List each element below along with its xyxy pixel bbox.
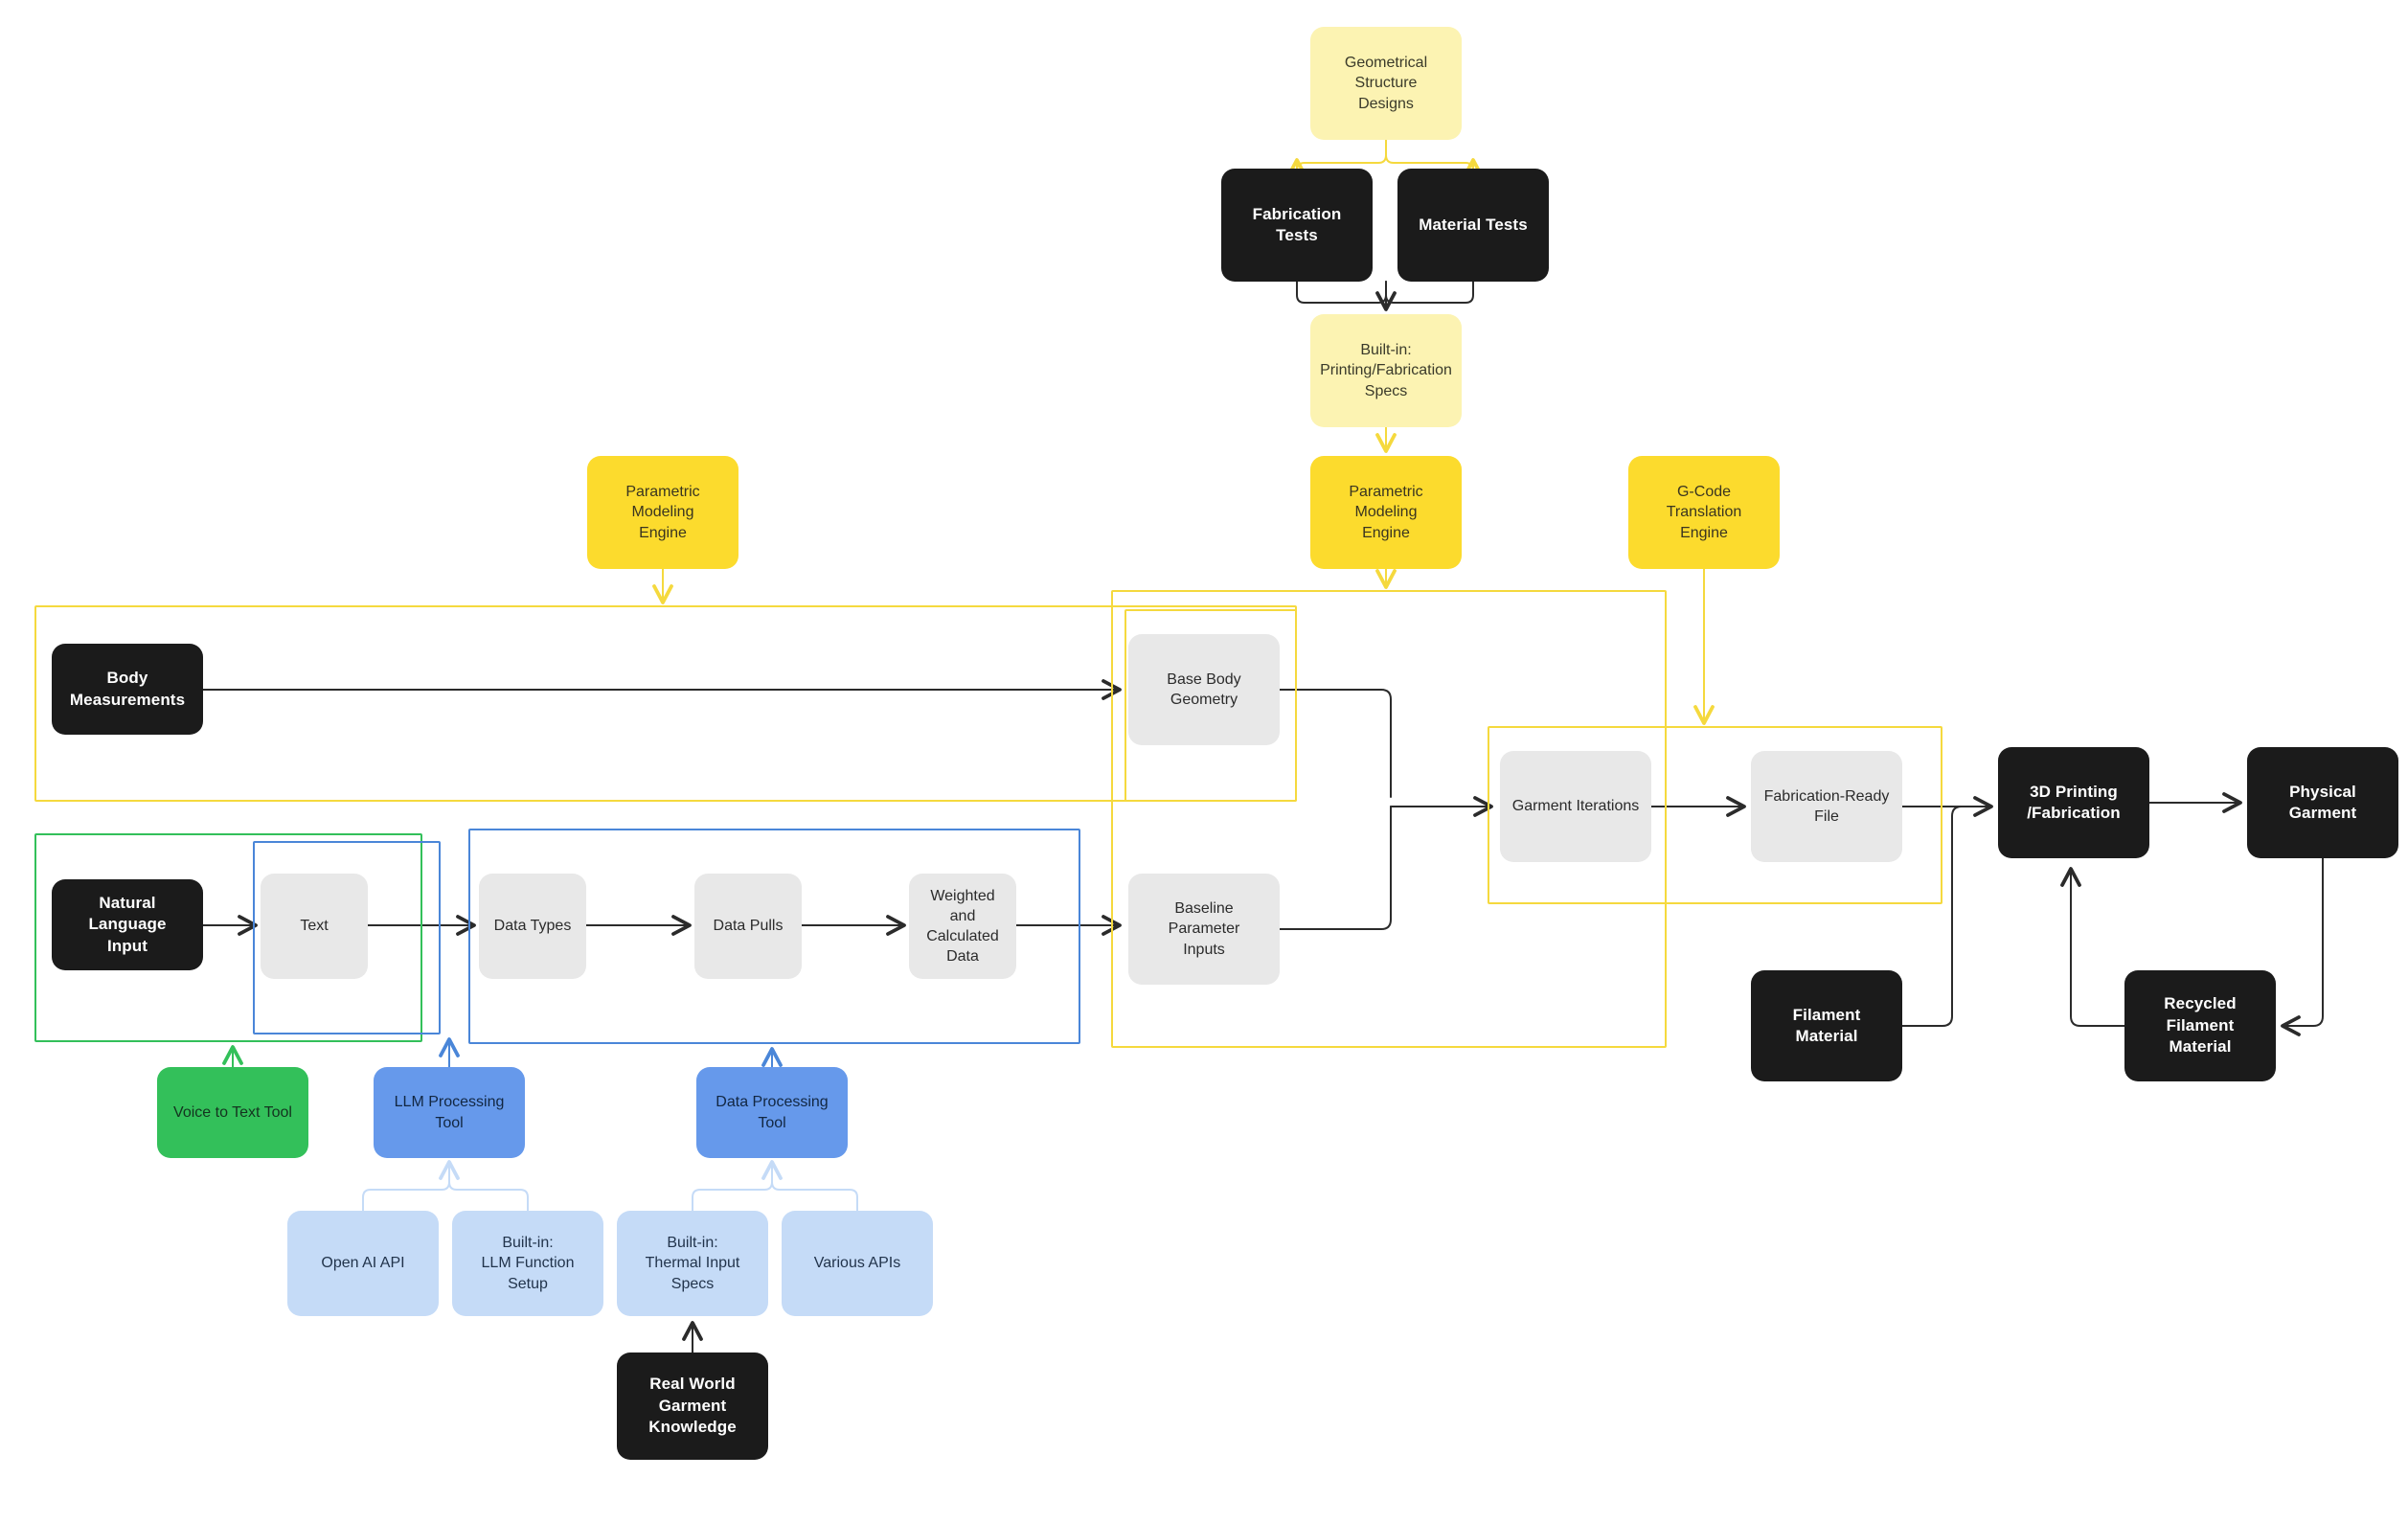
node-label: Garment Iterations bbox=[1511, 798, 1640, 815]
node-label: 3D Printing /Fabrication bbox=[2027, 782, 2121, 822]
node-various-apis[interactable]: Various APIs bbox=[782, 1211, 933, 1316]
node-open-ai-api[interactable]: Open AI API bbox=[287, 1211, 439, 1316]
edge-geo-to-material-tests bbox=[1385, 139, 1484, 178]
edge-tests-merge bbox=[1296, 281, 1387, 304]
node-real-world-garment-knowledge[interactable]: Real World Garment Knowledge bbox=[617, 1353, 768, 1460]
node-label: Body Measurements bbox=[69, 669, 186, 709]
node-data-pulls[interactable]: Data Pulls bbox=[694, 874, 802, 979]
node-geometrical-structure-designs[interactable]: Geometrical Structure Designs bbox=[1310, 27, 1462, 140]
group-parametric-scope bbox=[1111, 590, 1667, 1048]
node-parametric-modeling-engine-right[interactable]: Parametric Modeling Engine bbox=[1310, 456, 1462, 569]
edge-recycled-to-printing bbox=[2060, 867, 2125, 1027]
node-material-tests[interactable]: Material Tests bbox=[1397, 169, 1549, 282]
node-built-in-thermal-input-specs[interactable]: Built-in: Thermal Input Specs bbox=[617, 1211, 768, 1316]
node-filament-material[interactable]: Filament Material bbox=[1751, 970, 1902, 1081]
edge-variousapis-to-data-tool bbox=[771, 1170, 858, 1212]
node-label: Data Pulls bbox=[713, 918, 784, 935]
node-label: Weighted and Calculated Data bbox=[926, 887, 999, 966]
node-fabrication-tests[interactable]: Fabrication Tests bbox=[1221, 169, 1373, 282]
node-label: Base Body Geometry bbox=[1167, 671, 1241, 708]
node-label: Material Tests bbox=[1419, 215, 1528, 234]
node-label: Recycled Filament Material bbox=[2164, 994, 2237, 1057]
node-label: Natural Language Input bbox=[88, 893, 167, 955]
node-data-types[interactable]: Data Types bbox=[479, 874, 586, 979]
group-llm-processing bbox=[253, 841, 441, 1034]
node-base-body-geometry[interactable]: Base Body Geometry bbox=[1128, 634, 1280, 745]
node-text[interactable]: Text bbox=[261, 874, 368, 979]
node-label: LLM Processing Tool bbox=[394, 1094, 505, 1131]
edge-thermal-to-data-tool bbox=[692, 1170, 773, 1212]
node-physical-garment[interactable]: Physical Garment bbox=[2247, 747, 2398, 858]
node-label: Real World Garment Knowledge bbox=[648, 1375, 737, 1437]
node-label: Parametric Modeling Engine bbox=[1349, 484, 1423, 541]
node-label: Filament Material bbox=[1792, 1005, 1861, 1045]
group-body-geometry-outer bbox=[34, 605, 1297, 802]
node-natural-language-input[interactable]: Natural Language Input bbox=[52, 879, 203, 970]
node-g-code-translation-engine[interactable]: G-Code Translation Engine bbox=[1628, 456, 1780, 569]
edge-openai-to-llm-tool bbox=[362, 1170, 450, 1212]
node-label: Built-in: Thermal Input Specs bbox=[645, 1235, 740, 1292]
node-label: Open AI API bbox=[321, 1255, 405, 1272]
node-voice-to-text-tool[interactable]: Voice to Text Tool bbox=[157, 1067, 308, 1158]
group-voice-to-text bbox=[34, 833, 422, 1042]
node-llm-processing-tool[interactable]: LLM Processing Tool bbox=[374, 1067, 525, 1158]
node-label: Fabrication Tests bbox=[1252, 204, 1342, 244]
node-label: Fabrication-Ready File bbox=[1763, 787, 1890, 825]
edge-tests-merge-2 bbox=[1385, 281, 1474, 304]
node-label: Voice to Text Tool bbox=[173, 1103, 292, 1121]
node-label: Data Processing Tool bbox=[716, 1094, 829, 1131]
node-label: Data Types bbox=[493, 918, 572, 935]
node-label: Various APIs bbox=[813, 1255, 901, 1272]
edge-llmsetup-to-llm-tool bbox=[448, 1170, 529, 1212]
node-label: Baseline Parameter Inputs bbox=[1168, 900, 1240, 958]
node-recycled-filament-material[interactable]: Recycled Filament Material bbox=[2124, 970, 2276, 1081]
node-data-processing-tool[interactable]: Data Processing Tool bbox=[696, 1067, 848, 1158]
node-label: Text bbox=[300, 918, 329, 935]
edge-geo-to-fabrication-tests bbox=[1286, 139, 1387, 178]
node-3d-printing-fabrication[interactable]: 3D Printing /Fabrication bbox=[1998, 747, 2149, 858]
node-label: Geometrical Structure Designs bbox=[1344, 55, 1428, 112]
group-data-processing bbox=[468, 829, 1080, 1044]
node-fabrication-ready-file[interactable]: Fabrication-Ready File bbox=[1751, 751, 1902, 862]
node-label: Physical Garment bbox=[2288, 782, 2357, 822]
node-garment-iterations[interactable]: Garment Iterations bbox=[1500, 751, 1651, 862]
node-label: Built-in: Printing/Fabrication Specs bbox=[1320, 342, 1452, 399]
edge-garment-to-recycled bbox=[2281, 857, 2324, 1036]
node-label: Parametric Modeling Engine bbox=[625, 484, 700, 541]
node-weighted-and-calculated-data[interactable]: Weighted and Calculated Data bbox=[909, 874, 1016, 979]
node-built-in-printing-fabrication-specs[interactable]: Built-in: Printing/Fabrication Specs bbox=[1310, 314, 1462, 427]
node-baseline-parameter-inputs[interactable]: Baseline Parameter Inputs bbox=[1128, 874, 1280, 985]
node-label: Built-in: LLM Function Setup bbox=[481, 1235, 575, 1292]
node-label: G-Code Translation Engine bbox=[1666, 484, 1742, 541]
node-body-measurements[interactable]: Body Measurements bbox=[52, 644, 203, 735]
node-built-in-llm-function-setup[interactable]: Built-in: LLM Function Setup bbox=[452, 1211, 603, 1316]
node-parametric-modeling-engine-left[interactable]: Parametric Modeling Engine bbox=[587, 456, 738, 569]
